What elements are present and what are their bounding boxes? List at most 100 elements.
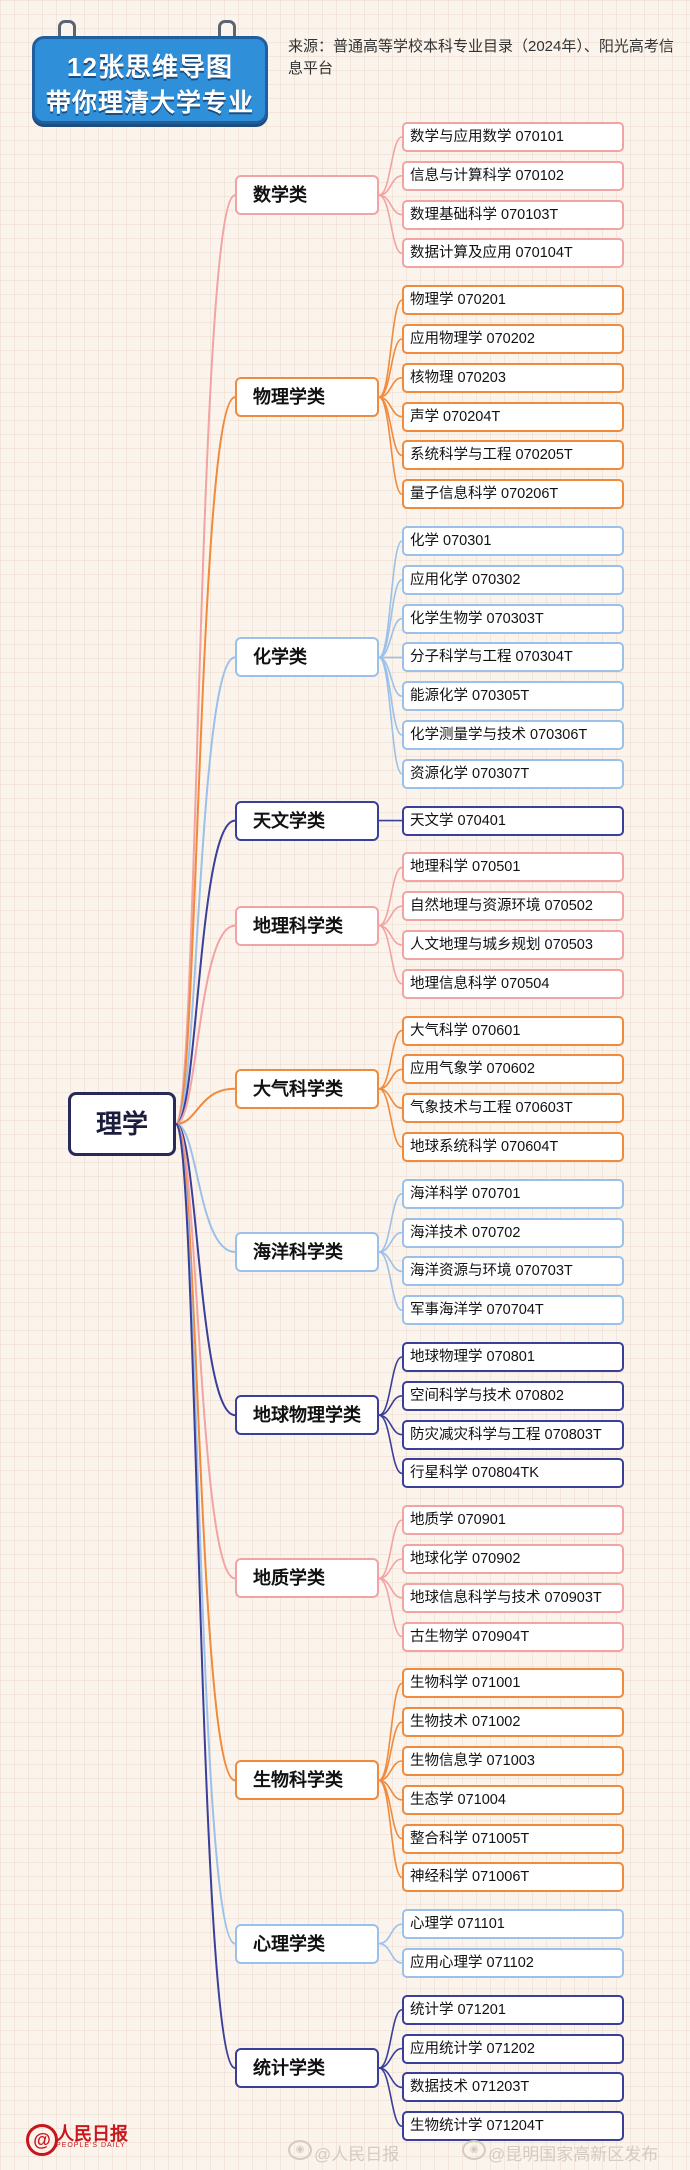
- category-node: 物理学类: [235, 377, 379, 418]
- major-node: 海洋资源与环境 070703T: [402, 1256, 624, 1287]
- major-node: 行星科学 070804TK: [402, 1458, 624, 1489]
- connector-item: [378, 924, 403, 985]
- connector-root-2: [175, 656, 236, 1125]
- connector-item: [378, 905, 403, 927]
- major-node: 古生物学 070904T: [402, 1621, 624, 1652]
- connector-item: [378, 1029, 403, 1090]
- connector-item: [378, 1231, 403, 1253]
- category-node: 海洋科学类: [235, 1232, 379, 1272]
- major-node: 应用气象学 070602: [402, 1054, 624, 1085]
- connector-item: [378, 1088, 403, 1148]
- connector-item: [378, 1395, 403, 1416]
- connector-item: [378, 540, 403, 659]
- connector-item: [378, 656, 403, 736]
- footer: @ 人民日报 PEOPLE'S DAILY ◉ @人民日报 ◉ @昆明国家高新区…: [0, 2110, 690, 2170]
- major-node: 海洋科学 070701: [402, 1178, 624, 1209]
- major-node: 信息与计算科学 070102: [402, 160, 624, 191]
- category-node: 地理科学类: [235, 905, 379, 946]
- title-line1: 12张思维导图: [67, 52, 233, 82]
- major-node: 物理学 070201: [402, 285, 624, 316]
- major-node: 地理信息科学 070504: [402, 968, 624, 999]
- major-node: 数学与应用数学 070101: [402, 122, 624, 152]
- major-node: 应用心理学 071102: [402, 1948, 624, 1978]
- category-node: 数学类: [235, 175, 379, 216]
- connector-root-0: [175, 194, 236, 1125]
- connector-item: [378, 1251, 403, 1311]
- source-text: 来源：普通高等学校本科专业目录（2024年）、阳光高考信息平台: [288, 38, 674, 77]
- major-node: 系统科学与工程 070205T: [402, 440, 624, 471]
- connector-item: [378, 1519, 403, 1580]
- connector-item: [378, 1068, 403, 1090]
- major-node: 地球物理学 070801: [402, 1342, 624, 1372]
- major-node: 量子信息科学 070206T: [402, 479, 624, 510]
- major-node: 地理科学 070501: [402, 852, 624, 883]
- connector-item: [378, 1760, 403, 1782]
- major-node: 海洋技术 070702: [402, 1217, 624, 1248]
- major-node: 心理学 071101: [402, 1909, 624, 1940]
- connector-item: [378, 1682, 403, 1782]
- major-node: 生态学 071004: [402, 1784, 624, 1815]
- category-node: 化学类: [235, 637, 379, 678]
- major-node: 生物科学 071001: [402, 1668, 624, 1699]
- connector-item: [378, 1721, 403, 1782]
- connector-item: [378, 1923, 403, 1945]
- connector-root-1: [175, 396, 236, 1125]
- major-node: 整合科学 071005T: [402, 1823, 624, 1854]
- connector-root-7: [175, 1123, 236, 1417]
- connector-root-10: [175, 1123, 236, 1945]
- connector-item: [378, 299, 403, 398]
- connector-item: [378, 579, 403, 659]
- major-node: 分子科学与工程 070304T: [402, 642, 624, 673]
- major-node: 数据计算及应用 070104T: [402, 238, 624, 269]
- header: 12张思维导图 带你理清大学专业 来源：普通高等学校本科专业目录（2024年）、…: [0, 0, 690, 124]
- connector-item: [378, 1558, 403, 1580]
- category-node: 统计学类: [235, 2048, 379, 2088]
- category-node: 心理学类: [235, 1923, 379, 1964]
- connector-item: [378, 1356, 403, 1416]
- connector-item: [378, 656, 403, 775]
- category-node: 天文学类: [235, 800, 379, 841]
- connector-item: [378, 1779, 403, 1879]
- connector-item: [378, 617, 403, 659]
- major-node: 生物信息学 071003: [402, 1746, 624, 1776]
- connector-item: [378, 2067, 403, 2127]
- major-node: 应用统计学 071202: [402, 2033, 624, 2064]
- major-node: 应用物理学 070202: [402, 324, 624, 354]
- major-node: 气象技术与工程 070603T: [402, 1093, 624, 1124]
- major-node: 神经科学 071006T: [402, 1862, 624, 1893]
- connector-root-11: [175, 1123, 236, 2069]
- major-node: 统计学 071201: [402, 1994, 624, 2025]
- category-node: 地质学类: [235, 1558, 379, 1599]
- major-node: 地球信息科学与技术 070903T: [402, 1582, 624, 1613]
- connector-item: [378, 1193, 403, 1253]
- connector-root-3: [175, 819, 236, 1125]
- people-daily-logo-icon: @: [26, 2124, 58, 2156]
- major-node: 核物理 070203: [402, 362, 624, 393]
- major-node: 地球化学 070902: [402, 1544, 624, 1574]
- major-node: 自然地理与资源环境 070502: [402, 891, 624, 922]
- major-node: 空间科学与技术 070802: [402, 1380, 624, 1411]
- connector-root-8: [175, 1123, 236, 1580]
- connector-item: [378, 377, 403, 398]
- connector-item: [378, 194, 403, 255]
- root-node: 理学: [68, 1092, 176, 1156]
- connector-item: [378, 338, 403, 398]
- connector-item: [378, 1414, 403, 1475]
- major-node: 生物统计学 071204T: [402, 2111, 624, 2142]
- category-node: 大气科学类: [235, 1068, 379, 1109]
- major-node: 地质学 070901: [402, 1505, 624, 1536]
- title-line2: 带你理清大学专业: [45, 89, 254, 117]
- connector-item: [378, 866, 403, 927]
- connector-item: [378, 1577, 403, 1638]
- major-node: 生物技术 071002: [402, 1707, 624, 1738]
- connector-item: [378, 136, 403, 196]
- major-node: 化学 070301: [402, 526, 624, 556]
- watermark-1: @人民日报: [314, 2145, 400, 2164]
- logo-text: 人民日报: [56, 2124, 128, 2144]
- logo-subtext: PEOPLE'S DAILY: [56, 2142, 126, 2149]
- major-node: 应用化学 070302: [402, 564, 624, 595]
- weibo-icon: ◉: [462, 2140, 486, 2160]
- connector-root-6: [175, 1123, 236, 1253]
- major-node: 大气科学 070601: [402, 1015, 624, 1046]
